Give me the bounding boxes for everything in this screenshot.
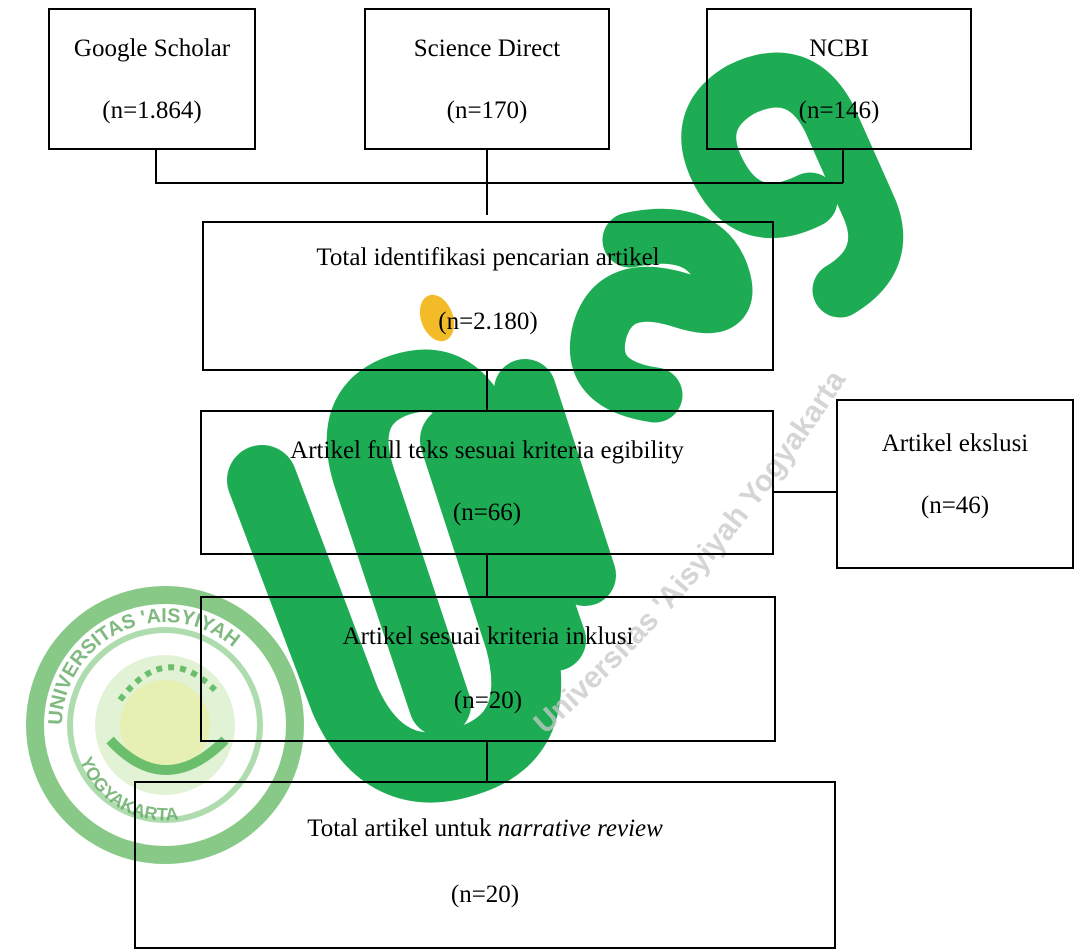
source-count: (n=146) <box>798 97 880 124</box>
final-label-italic: narrative review <box>497 815 663 842</box>
connector-line <box>486 742 488 781</box>
source-count: (n=170) <box>446 97 528 124</box>
final-label-prefix: Total artikel untuk <box>307 815 498 842</box>
eligibility-count: (n=66) <box>452 499 522 526</box>
eligibility-label: Artikel full teks sesuai kriteria egibil… <box>290 437 684 464</box>
final-count: (n=20) <box>450 881 520 908</box>
connector-line <box>842 150 844 183</box>
identification-count: (n=2.180) <box>438 308 538 335</box>
eligibility-box: Artikel full teks sesuai kriteria egibil… <box>200 410 774 555</box>
source-box-science-direct: Science Direct (n=170) <box>364 8 610 150</box>
inclusion-box: Artikel sesuai kriteria inklusi (n=20) <box>200 596 776 742</box>
identification-box: Total identifikasi pencarian artikel (n=… <box>202 221 774 371</box>
connector-line <box>774 491 836 493</box>
source-name: NCBI <box>809 35 869 62</box>
source-box-ncbi: NCBI (n=146) <box>706 8 972 150</box>
identification-label: Total identifikasi pencarian artikel <box>316 244 660 271</box>
source-box-google-scholar: Google Scholar (n=1.864) <box>48 8 256 150</box>
connector-line <box>486 555 488 596</box>
connector-line <box>486 371 488 410</box>
final-box: Total artikel untuk narrative review (n=… <box>134 781 836 949</box>
inclusion-count: (n=20) <box>453 687 523 714</box>
inclusion-label: Artikel sesuai kriteria inklusi <box>342 623 634 650</box>
source-name: Science Direct <box>413 35 561 62</box>
excluded-box: Artikel ekslusi (n=46) <box>836 399 1074 569</box>
source-count: (n=1.864) <box>102 97 202 124</box>
excluded-count: (n=46) <box>920 492 990 519</box>
connector-line <box>155 182 843 184</box>
final-label: Total artikel untuk narrative review <box>136 816 834 841</box>
connector-line <box>155 150 157 183</box>
source-name: Google Scholar <box>73 35 231 62</box>
excluded-label: Artikel ekslusi <box>881 430 1029 457</box>
